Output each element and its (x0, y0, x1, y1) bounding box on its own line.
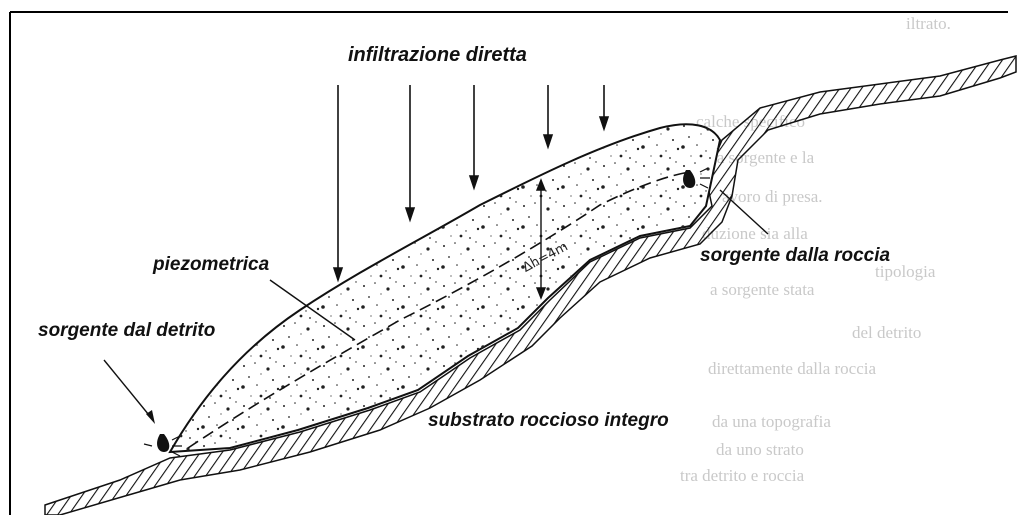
label-infiltration: infiltrazione diretta (348, 44, 527, 67)
label-spring-rock: sorgente dalla roccia (700, 245, 890, 267)
spring-debris-leader (104, 360, 153, 420)
debris-speckle (170, 124, 720, 452)
spring-rock-leader (720, 190, 768, 234)
label-piezometric: piezometrica (153, 254, 269, 276)
label-bedrock: substrato roccioso integro (428, 410, 669, 432)
label-spring-debris: sorgente dal detrito (38, 320, 215, 342)
